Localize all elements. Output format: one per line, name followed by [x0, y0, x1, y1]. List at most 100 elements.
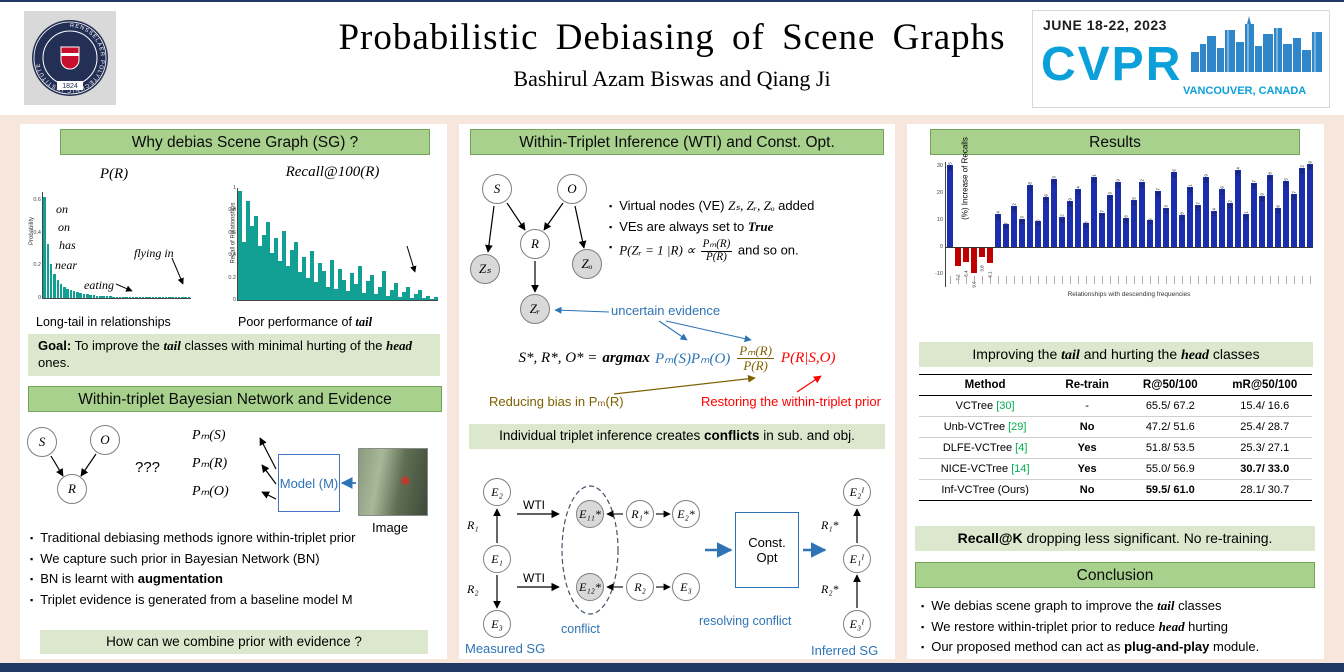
section-header-conclusion: Conclusion [915, 562, 1315, 588]
right-column: Results (%) Increase of Recalls 30.57.25… [907, 124, 1324, 659]
bullet-marker-icon: ▪ [30, 553, 34, 564]
bar-value-label: 12.1 [1243, 211, 1249, 221]
bar [1155, 191, 1161, 247]
cell-mean-recall: 25.4/ 28.7 [1217, 416, 1312, 438]
method-name: Inf-VCTree (Ours) [941, 484, 1029, 496]
text-segment: head [1158, 618, 1185, 634]
bar [174, 297, 178, 298]
text-segment: in sub. and obj. [759, 428, 855, 443]
bar [1171, 172, 1177, 247]
node-r: R [520, 229, 550, 259]
bar [141, 297, 145, 298]
bar [314, 282, 318, 300]
bar-slot: 21.6 [1218, 162, 1226, 287]
cvpr-dates: JUNE 18-22, 2023 [1043, 17, 1167, 33]
text-segment: True [747, 218, 774, 234]
bar-slot: 8.7 [1002, 162, 1010, 287]
cell-recall: 47.2/ 51.6 [1123, 416, 1218, 438]
bar [338, 268, 342, 300]
bar-slot: 24.2 [1138, 162, 1146, 287]
bar [135, 297, 138, 298]
bar [358, 266, 362, 300]
bullet-text: Traditional debiasing methods ignore wit… [40, 530, 355, 547]
bar-value-label: 30.9 [1307, 160, 1313, 170]
bar [1035, 221, 1041, 247]
conflict-note-box: Individual triplet inference creates con… [469, 424, 885, 449]
y-axis-tick: 30 [936, 163, 943, 169]
cell-recall: 65.5/ 67.2 [1123, 395, 1218, 417]
text-segment: hurting [1184, 618, 1228, 634]
col-r50: R@50/100 [1123, 374, 1218, 396]
cvpr-logo: JUNE 18-22, 2023 CVPR VANCOUVE [1032, 10, 1330, 108]
text-segment: Improving the [972, 346, 1062, 362]
bullet-item: ▪BN is learnt with augmentation [30, 571, 440, 588]
bar [138, 297, 142, 298]
bar [177, 297, 181, 298]
annotation-eating: eating [84, 278, 114, 292]
x-axis-tick [1182, 276, 1183, 284]
bar [66, 288, 69, 298]
x-axis-tick [982, 276, 983, 284]
bullet-item: ▪We debias scene graph to improve the ta… [921, 598, 1316, 615]
x-axis-tick [1222, 276, 1223, 284]
y-axis-tick: 0.6 [228, 229, 236, 236]
bar [394, 283, 398, 300]
cell-mean-recall: 28.1/ 30.7 [1217, 479, 1312, 501]
relation-r1-label: R₁ [467, 518, 479, 532]
text-segment: tail [1061, 348, 1080, 363]
model-box: Model (M) [278, 454, 340, 512]
x-axis-tick [1198, 276, 1199, 284]
bar [418, 289, 422, 300]
bar [366, 280, 370, 300]
bar [426, 295, 430, 300]
bar [43, 196, 46, 298]
y-axis-tick: 0 [232, 297, 236, 303]
fraction-denominator: P(R) [706, 250, 727, 263]
bar-value-label: 20.7 [1155, 188, 1161, 198]
bar-slot: 11.2 [1058, 162, 1066, 287]
node-zs: Zₛ [470, 254, 500, 284]
bar-slot: 25.3 [1050, 162, 1058, 287]
node-zr: Zᵣ [520, 294, 550, 324]
bar [148, 297, 151, 298]
bar [1275, 207, 1281, 247]
bottom-band [0, 663, 1344, 672]
bar [168, 297, 171, 298]
image-caption: Image [372, 520, 409, 535]
x-axis-tick [958, 276, 959, 284]
scene-image [358, 448, 428, 516]
conclusion-bullet-list: ▪We debias scene graph to improve the ta… [921, 594, 1316, 660]
bar [158, 297, 161, 298]
bar [1163, 208, 1169, 247]
inferred-sg-label: Inferred SG [811, 643, 879, 658]
improving-note-box: Improving the tail and hurting the head … [919, 342, 1313, 367]
bar [184, 297, 187, 298]
const-opt-box: Const. Opt [735, 512, 799, 588]
bar [434, 296, 438, 300]
bar [82, 293, 86, 298]
text-segment: Our proposed method can act as [931, 639, 1125, 655]
bar [414, 294, 418, 300]
left-column: Why debias Scene Graph (SG) ? P(R) Proba… [20, 124, 447, 659]
cell-method: Inf-VCTree (Ours) [919, 479, 1052, 501]
bar-slot: 19.7 [1290, 162, 1298, 287]
x-axis-tick [1150, 276, 1151, 284]
bar-value-label: 9.9 [1147, 218, 1153, 225]
text-segment: To improve the [71, 338, 164, 353]
bar [1203, 177, 1209, 247]
bar [362, 293, 366, 300]
bar-slot: 23.7 [1250, 162, 1258, 287]
text-segment: plug-and-play [1124, 639, 1210, 655]
node-r1-star: R₁* [626, 500, 654, 528]
col-mr50: mR@50/100 [1217, 374, 1312, 396]
x-axis-tick [1030, 276, 1031, 284]
x-axis-tick [950, 276, 951, 284]
equation-evidence-term: Pₘ(S)Pₘ(O) [654, 350, 731, 367]
node-r2: R₂ [626, 573, 654, 601]
text-segment: and hurting the [1079, 346, 1181, 362]
bar-slot: 3.8 [978, 162, 986, 287]
cell-method: DLFE-VCTree [4] [919, 437, 1052, 459]
y-axis-tick: 0.4 [228, 252, 236, 259]
bar-value-label: 19.3 [1107, 192, 1113, 201]
